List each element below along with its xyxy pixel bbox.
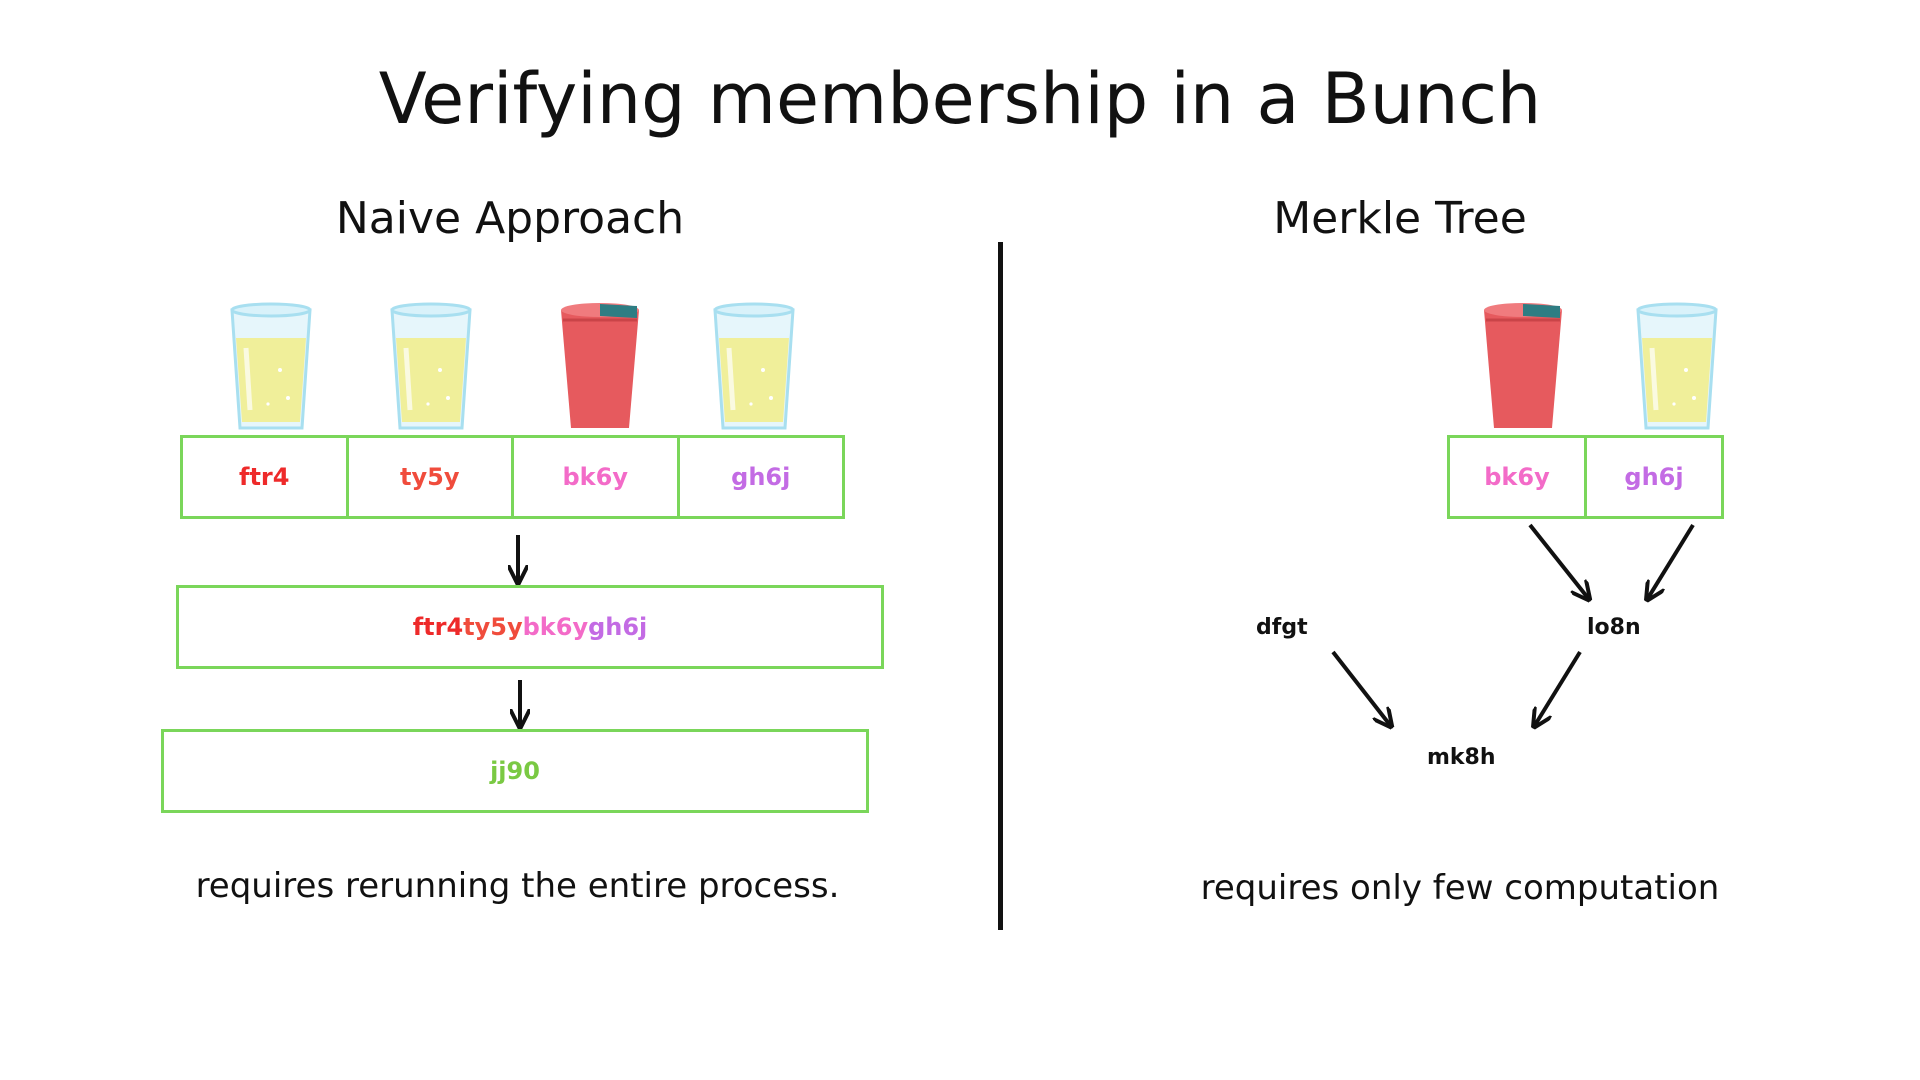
root-hash-box: jj90: [161, 729, 869, 813]
parent-node: lo8n: [1587, 615, 1641, 640]
hash-cell: gh6j: [1584, 438, 1721, 516]
concat-part: gh6j: [588, 613, 648, 641]
juice-glass-icon: [388, 300, 474, 432]
sibling-node: dfgt: [1256, 615, 1308, 640]
naive-caption: requires rerunning the entire process.: [195, 866, 840, 906]
page-title: Verifying membership in a Bunch: [378, 58, 1542, 140]
hash-cell: ty5y: [345, 438, 512, 516]
merkle-hash-row: bk6y gh6j: [1447, 435, 1724, 519]
merkle-arrow: [1535, 650, 1582, 725]
juice-glass-icon: [228, 300, 314, 432]
juice-glass-icon: [711, 300, 797, 432]
merkle-caption: requires only few computation: [1200, 868, 1720, 908]
section-divider: [998, 242, 1003, 930]
concat-part: ty5y: [463, 613, 523, 641]
merkle-arrow: [1331, 650, 1390, 725]
red-cup-icon: [557, 300, 643, 432]
concat-part: ftr4: [412, 613, 464, 641]
hash-cell: gh6j: [676, 438, 843, 516]
hash-cell: bk6y: [511, 438, 677, 516]
juice-glass-icon: [1634, 300, 1720, 432]
merkle-heading: Merkle Tree: [1273, 193, 1527, 244]
merkle-arrow: [1528, 523, 1588, 598]
merkle-arrow: [1648, 523, 1695, 598]
concat-part: bk6y: [522, 613, 589, 641]
red-cup-icon: [1480, 300, 1566, 432]
hash-cell: bk6y: [1484, 463, 1550, 491]
root-node: mk8h: [1427, 745, 1496, 770]
naive-hash-row: ftr4 ty5y bk6y gh6j: [180, 435, 845, 519]
root-hash: jj90: [490, 757, 540, 785]
naive-heading: Naive Approach: [335, 193, 685, 244]
hash-cell: ftr4: [239, 463, 290, 491]
